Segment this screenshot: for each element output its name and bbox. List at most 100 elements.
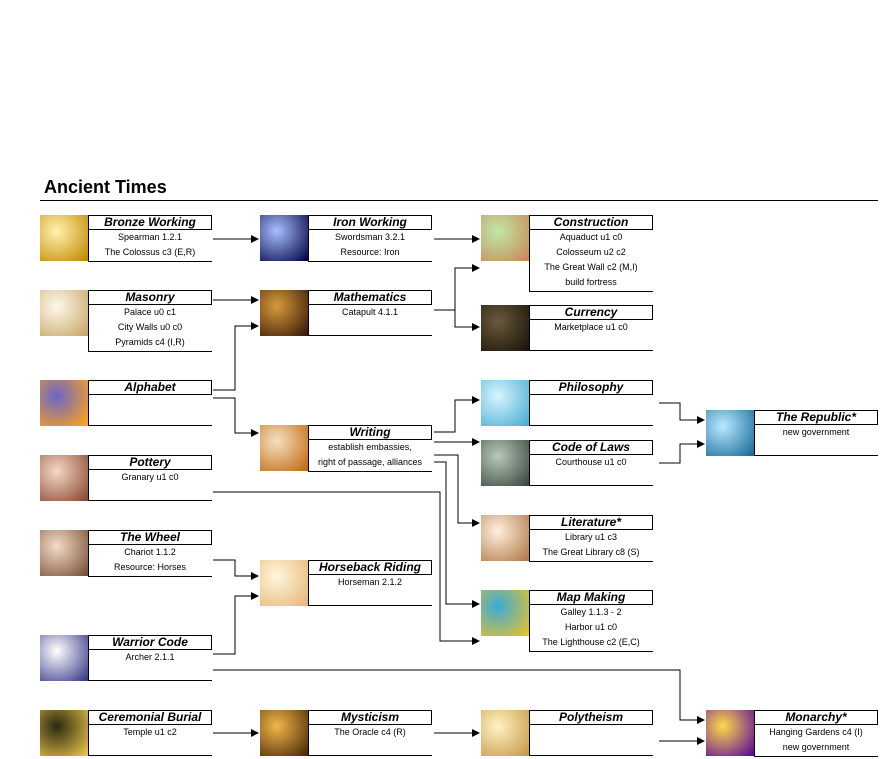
tech-name: The Republic* [754,410,878,425]
prerequisite-arrow [213,559,259,580]
tech-icon-horseback [260,560,308,606]
tech-node-alphabet[interactable]: Alphabet [40,380,212,426]
tech-icon-warrior [40,635,88,681]
tech-icon-republic [706,410,754,456]
tech-detail-line: Pyramids c4 (I,R) [115,337,185,347]
tech-node-monarchy[interactable]: Monarchy* Hanging Gardens c4 (I) new gover… [706,710,878,757]
tech-name: Writing [308,425,432,440]
tech-detail-line: Spearman 1.2.1 [117,232,183,242]
tech-detail-line: Archer 2.1.1 [125,652,175,662]
tech-detail-line: build fortress [565,277,617,287]
tech-detail-line: Aquaduct u1 c0 [559,232,623,242]
tech-detail-line: Resource: Iron [340,247,400,257]
tech-icon-masonry [40,290,88,336]
tech-name: Literature* [529,515,653,530]
tech-detail-line: Courthouse u1 c0 [555,457,627,467]
tech-detail-line: The Colossus c3 (E,R) [104,247,196,257]
tech-icon-mapmaking [481,590,529,636]
tech-detail-line: new government [782,742,850,752]
tech-name: Pottery [88,455,212,470]
tech-icon-mysticism [260,710,308,756]
tech-detail-line: Harbor u1 c0 [564,622,618,632]
tech-icon-polytheism [481,710,529,756]
tech-icon-writing [260,425,308,471]
tech-name: Philosophy [529,380,653,395]
tech-detail-line: The Lighthouse c2 (E,C) [542,637,640,647]
tech-details: Hanging Gardens c4 (I) new government [754,725,878,755]
tech-detail-line: Resource: Horses [113,562,187,572]
era-divider [40,200,878,201]
tech-detail-line: Palace u0 c1 [123,307,177,317]
prerequisite-arrow [434,264,480,311]
prerequisite-arrow [213,491,480,645]
tech-detail-line: Temple u1 c2 [123,727,177,737]
tech-icon-ceremonial [40,710,88,756]
tech-detail-line: Hanging Gardens c4 (I) [769,727,863,737]
tech-icon-alphabet [40,380,88,426]
prerequisite-arrow [213,322,259,391]
tech-icon-bronze [40,215,88,261]
tech-node-writing[interactable]: Writing establish embassies, right of pass… [260,425,432,472]
tech-name: Polytheism [529,710,653,725]
tech-icon-iron [260,215,308,261]
tech-details: Palace u0 c1 City Walls u0 c0 Pyramids c4 … [88,305,212,350]
tech-node-republic[interactable]: The Republic*new government [706,410,878,456]
tech-name: Map Making [529,590,653,605]
tech-icon-mathematics [260,290,308,336]
tech-detail-line: Swordsman 3.2.1 [334,232,406,242]
tech-name: Code of Laws [529,440,653,455]
prerequisite-arrow [213,592,259,655]
tech-icon-literature [481,515,529,561]
tech-name: Mathematics [308,290,432,305]
tech-detail-line: Horseman 2.1.2 [337,577,403,587]
prerequisite-arrow [434,396,480,433]
tech-details: Granary u1 c0 [88,470,212,485]
tech-name: The Wheel [88,530,212,545]
tech-detail-line: The Great Wall c2 (M,I) [544,262,638,272]
prerequisite-arrow [659,440,705,464]
prerequisite-arrow [213,669,705,724]
tech-details: Temple u1 c2 [88,725,212,740]
tech-details: Horseman 2.1.2 [308,575,432,590]
tech-details: Marketplace u1 c0 [529,320,653,335]
tech-name: Alphabet [88,380,212,395]
tech-detail-line: establish embassies, [328,442,412,452]
tech-detail-line: City Walls u0 c0 [117,322,183,332]
tech-detail-line: The Oracle c4 (R) [334,727,406,737]
tech-name: Ceremonial Burial [88,710,212,725]
tech-icon-philosophy [481,380,529,426]
tech-name: Monarchy* [754,710,878,725]
tech-details: Archer 2.1.1 [88,650,212,665]
tech-node-philosophy[interactable]: Philosophy [481,380,653,426]
tech-name: Mysticism [308,710,432,725]
tech-detail-line: Granary u1 c0 [121,472,179,482]
tech-node-polytheism[interactable]: Polytheism [481,710,653,756]
tech-detail-line: right of passage, alliances [317,457,423,467]
tech-details: new government [754,425,878,440]
tech-icon-monarchy [706,710,754,756]
tech-icon-currency [481,305,529,351]
tech-detail-line: Catapult 4.1.1 [341,307,399,317]
tech-icon-codeoflaws [481,440,529,486]
